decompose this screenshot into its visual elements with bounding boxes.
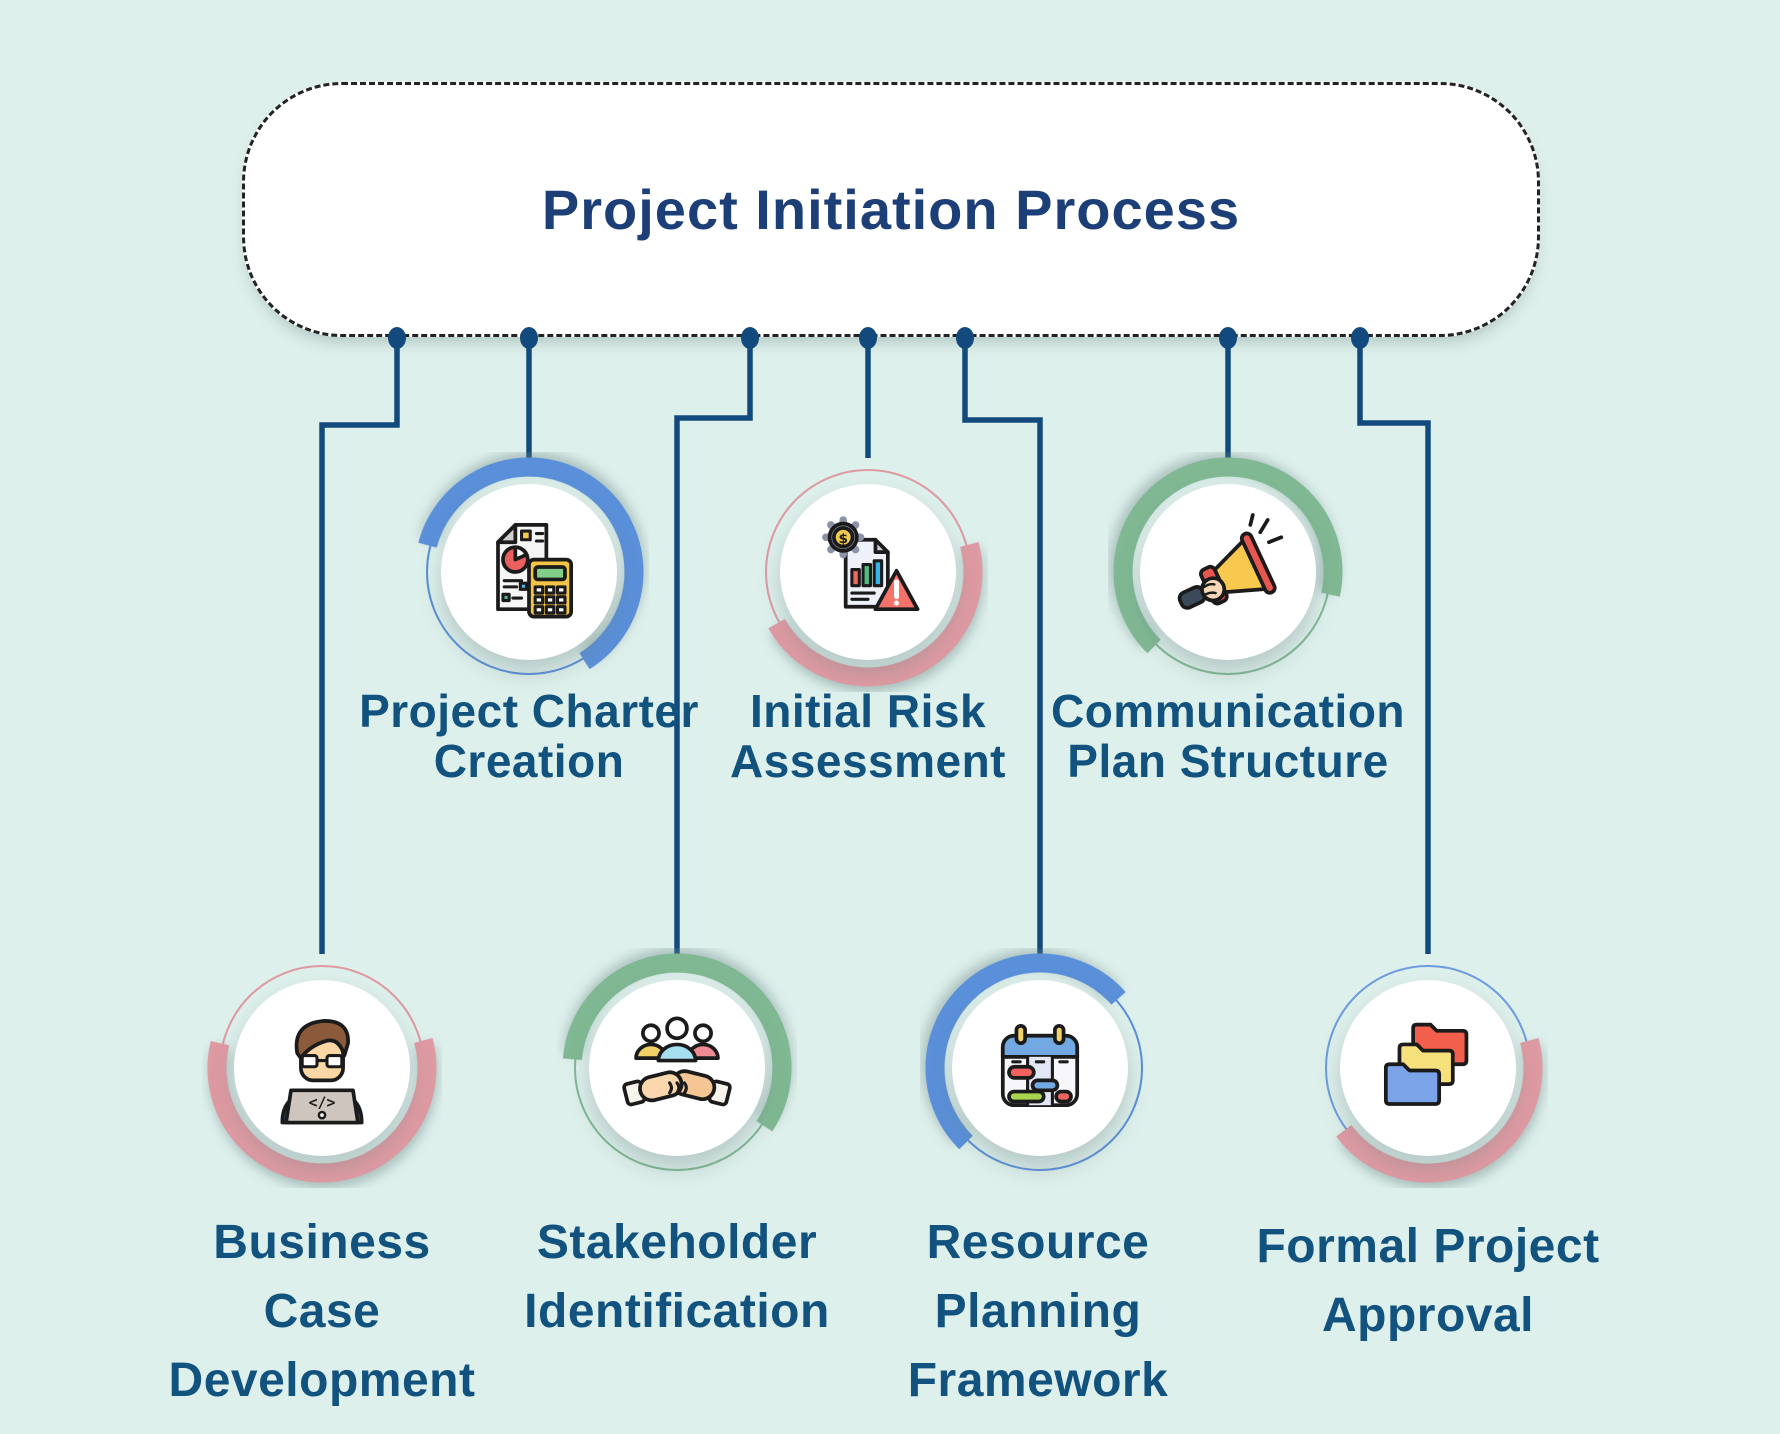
svg-text:</>: </> <box>309 1094 336 1112</box>
svg-text:$: $ <box>838 531 847 547</box>
developer-icon: </> <box>280 1019 364 1125</box>
label-stakeholder-identification: Stakeholder Identification <box>524 1216 830 1338</box>
connector-stakeholder <box>674 337 753 954</box>
ring-initial-risk <box>753 457 983 687</box>
ring-communication <box>1113 457 1343 687</box>
risk-document-icon: $ <box>822 516 920 612</box>
title-pill: Project Initiation Process <box>242 82 1540 337</box>
node-formal-project-approval <box>1308 948 1548 1188</box>
megaphone-icon <box>1177 513 1284 610</box>
label-communication-plan-structure: Communication Plan Structure <box>1050 685 1406 787</box>
label-resource-planning-framework: Resource Planning Framework <box>907 1216 1169 1407</box>
report-calculator-icon <box>496 523 574 619</box>
folders-icon <box>1383 1022 1469 1106</box>
page-title: Project Initiation Process <box>541 178 1241 241</box>
node-project-charter-creation <box>409 452 649 692</box>
handshake-icon <box>622 1016 732 1107</box>
connector-formal-approval <box>1357 337 1431 954</box>
label-project-charter-creation: Project Charter Creation <box>359 685 699 787</box>
label-initial-risk-assessment: Initial Risk Assessment <box>729 685 1007 787</box>
label-formal-project-approval: Formal Project Approval <box>1256 1220 1600 1342</box>
connector-resource-planning <box>962 337 1043 954</box>
schedule-board-icon <box>1000 1023 1080 1108</box>
ring-resource-planning <box>925 953 1155 1183</box>
node-stakeholder-identification <box>557 948 797 1188</box>
node-communication-plan-structure <box>1108 452 1348 692</box>
label-business-case-development: Business Case Development <box>168 1216 476 1407</box>
ring-formal-approval <box>1313 953 1543 1183</box>
connector-business-case <box>319 337 400 954</box>
ring-stakeholder <box>562 953 792 1183</box>
node-initial-risk-assessment: $ <box>748 452 988 692</box>
ring-business-case <box>207 953 437 1183</box>
connector-dots <box>388 327 1369 349</box>
node-business-case-development: </> <box>202 948 442 1188</box>
node-resource-planning-framework <box>920 948 1160 1188</box>
ring-project-charter <box>414 457 644 687</box>
